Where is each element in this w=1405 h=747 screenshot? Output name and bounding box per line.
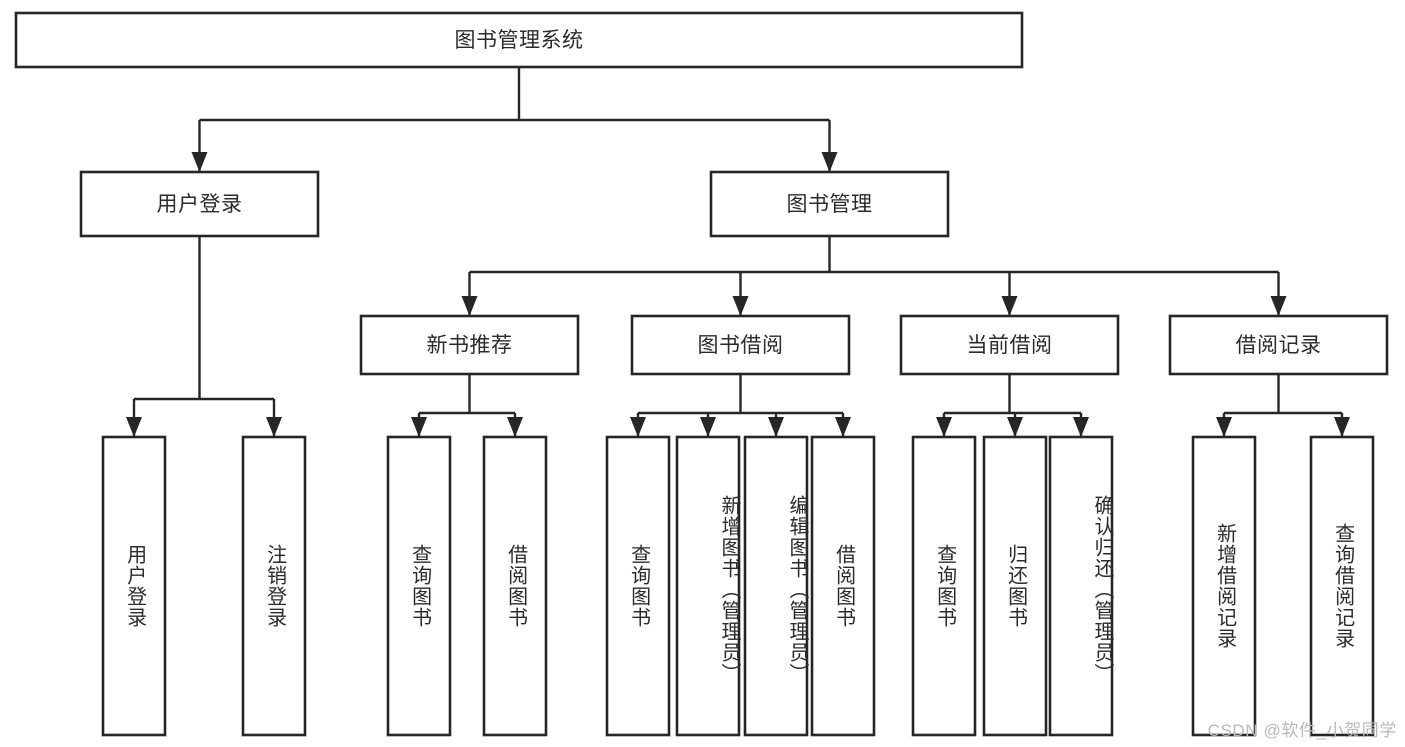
- arrowhead-to-leaf-add-record: [1216, 417, 1232, 437]
- node-box-book-manage[interactable]: [709, 170, 950, 238]
- node-label-leaf-query-book-2: 查询图书: [627, 544, 650, 628]
- node-box-leaf-query-book-1[interactable]: [386, 435, 452, 737]
- node-label-root: 图书管理系统: [454, 28, 584, 52]
- node-leaf-user-login[interactable]: 用户登录: [103, 437, 165, 735]
- node-leaf-edit-book[interactable]: 编辑图书（管理员）: [745, 437, 808, 735]
- node-box-current-borrow[interactable]: [899, 314, 1120, 376]
- edges-layer: [126, 67, 1350, 437]
- node-label-leaf-edit-book: 编辑图书（管理员）: [786, 494, 808, 684]
- arrowhead-to-leaf-add-book: [700, 417, 716, 437]
- node-box-leaf-query-book-3[interactable]: [911, 435, 977, 737]
- arrowhead-to-leaf-borrow-book-1: [507, 417, 523, 437]
- node-leaf-query-book-1[interactable]: 查询图书: [388, 437, 450, 735]
- node-label-new-book-rec: 新书推荐: [426, 333, 513, 357]
- node-label-user-login: 用户登录: [156, 192, 243, 216]
- node-box-leaf-return-book[interactable]: [982, 435, 1048, 737]
- node-current-borrow[interactable]: 当前借阅: [901, 316, 1118, 374]
- node-label-leaf-user-login: 用户登录: [123, 544, 146, 628]
- node-leaf-query-book-2[interactable]: 查询图书: [607, 437, 669, 735]
- node-book-manage[interactable]: 图书管理: [711, 172, 948, 236]
- node-box-leaf-add-record[interactable]: [1191, 435, 1257, 737]
- node-label-leaf-logout: 注销登录: [263, 544, 286, 628]
- node-label-book-borrow: 图书借阅: [697, 333, 784, 357]
- arrowhead-to-borrow-record: [1270, 296, 1287, 316]
- arrowhead-to-leaf-edit-book: [768, 417, 784, 437]
- node-label-leaf-query-book-3: 查询图书: [933, 544, 956, 628]
- node-box-book-borrow[interactable]: [630, 314, 851, 376]
- arrowhead-to-leaf-logout: [266, 417, 282, 437]
- node-box-borrow-record[interactable]: [1168, 314, 1389, 376]
- arrowhead-to-leaf-query-book-3: [936, 417, 952, 437]
- node-leaf-logout[interactable]: 注销登录: [243, 437, 305, 735]
- arrowhead-to-leaf-user-login: [126, 417, 142, 437]
- node-label-leaf-query-record: 查询借阅记录: [1331, 523, 1354, 649]
- watermark-text: CSDN @软件_小贺同学: [1207, 721, 1397, 740]
- node-label-leaf-return-book: 归还图书: [1004, 544, 1027, 628]
- arrowhead-to-new-book-rec: [461, 296, 478, 316]
- node-box-leaf-borrow-book-1[interactable]: [482, 435, 548, 737]
- node-leaf-borrow-book-2[interactable]: 借阅图书: [812, 437, 874, 735]
- node-borrow-record[interactable]: 借阅记录: [1170, 316, 1387, 374]
- node-box-user-login[interactable]: [79, 170, 320, 238]
- node-label-leaf-add-book: 新增图书（管理员）: [718, 494, 740, 684]
- node-label-book-manage: 图书管理: [786, 192, 873, 216]
- node-user-login[interactable]: 用户登录: [81, 172, 318, 236]
- node-box-leaf-borrow-book-2[interactable]: [810, 435, 876, 737]
- node-book-borrow[interactable]: 图书借阅: [632, 316, 849, 374]
- arrowhead-to-current-borrow: [1001, 296, 1018, 316]
- arrowhead-to-book-manage: [821, 152, 838, 172]
- node-leaf-return-book[interactable]: 归还图书: [984, 437, 1046, 735]
- node-label-leaf-borrow-book-2: 借阅图书: [832, 544, 855, 628]
- node-label-leaf-confirm-return: 确认归还（管理员）: [1091, 494, 1113, 684]
- node-new-book-rec[interactable]: 新书推荐: [361, 316, 578, 374]
- node-box-leaf-logout[interactable]: [241, 435, 307, 737]
- node-leaf-add-book[interactable]: 新增图书（管理员）: [677, 437, 740, 735]
- node-root[interactable]: 图书管理系统: [16, 13, 1022, 67]
- node-label-borrow-record: 借阅记录: [1235, 333, 1322, 357]
- arrowhead-to-leaf-confirm-return: [1073, 417, 1089, 437]
- node-box-root[interactable]: [14, 11, 1024, 69]
- node-label-leaf-add-record: 新增借阅记录: [1213, 523, 1236, 649]
- node-leaf-borrow-book-1[interactable]: 借阅图书: [484, 437, 546, 735]
- node-box-leaf-query-book-2[interactable]: [605, 435, 671, 737]
- arrowhead-to-leaf-query-book-1: [411, 417, 427, 437]
- node-box-leaf-add-book[interactable]: [675, 435, 741, 737]
- node-leaf-confirm-return[interactable]: 确认归还（管理员）: [1050, 437, 1113, 735]
- arrowhead-to-leaf-return-book: [1007, 417, 1023, 437]
- node-box-leaf-user-login[interactable]: [101, 435, 167, 737]
- node-label-leaf-query-book-1: 查询图书: [408, 544, 431, 628]
- node-box-new-book-rec[interactable]: [359, 314, 580, 376]
- node-leaf-query-book-3[interactable]: 查询图书: [913, 437, 975, 735]
- arrowhead-to-user-login: [191, 152, 208, 172]
- node-label-current-borrow: 当前借阅: [966, 333, 1053, 357]
- arrowhead-to-book-borrow: [732, 296, 749, 316]
- node-box-leaf-query-record[interactable]: [1309, 435, 1375, 737]
- nodes-layer: [14, 11, 1389, 737]
- arrowhead-to-leaf-borrow-book-2: [835, 417, 851, 437]
- node-box-leaf-confirm-return[interactable]: [1048, 435, 1114, 737]
- node-label-leaf-borrow-book-1: 借阅图书: [504, 544, 527, 628]
- node-leaf-add-record[interactable]: 新增借阅记录: [1193, 437, 1255, 735]
- arrowhead-to-leaf-query-book-2: [630, 417, 646, 437]
- node-leaf-query-record[interactable]: 查询借阅记录: [1311, 437, 1373, 735]
- arrowhead-to-leaf-query-record: [1334, 417, 1350, 437]
- node-box-leaf-edit-book[interactable]: [743, 435, 809, 737]
